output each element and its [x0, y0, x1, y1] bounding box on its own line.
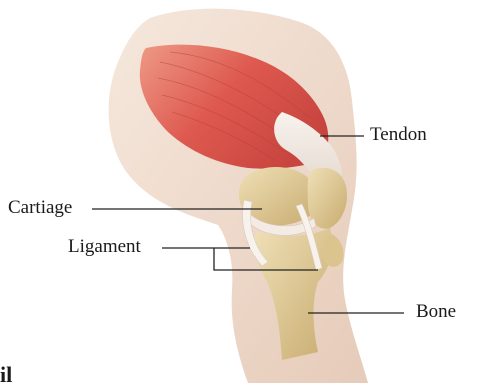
label-ligament: Ligament — [68, 237, 141, 256]
label-bone: Bone — [416, 302, 456, 321]
label-cartilage: Cartiage — [8, 198, 72, 217]
label-tendon: Tendon — [370, 125, 427, 144]
